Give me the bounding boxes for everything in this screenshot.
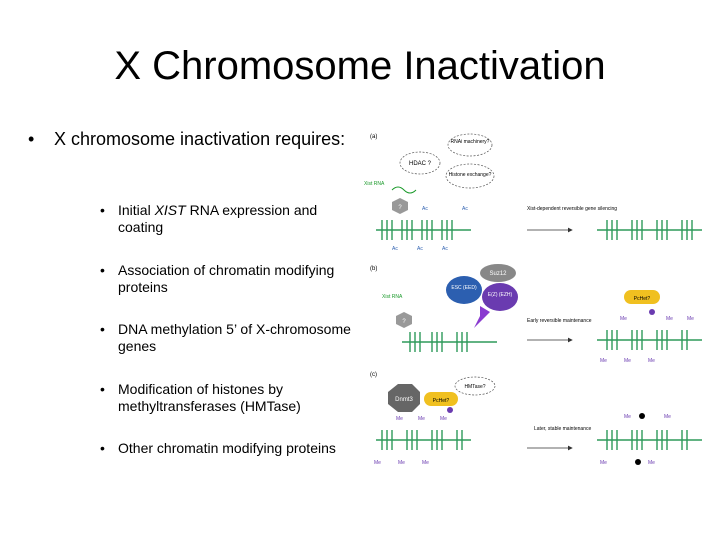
- dnmt3-complex: Dnmt3: [388, 384, 420, 412]
- panel-c-label: (c): [370, 372, 377, 378]
- me-mark: Me: [600, 460, 607, 466]
- sub-bullet-text: Association of chromatin modifying prote…: [118, 262, 335, 295]
- xist-rna-label-b: Xist RNA: [382, 294, 403, 300]
- pchet-text-b: PcHet?: [634, 296, 651, 302]
- ac-mark: Ac: [422, 206, 428, 212]
- ac-mark: Ac: [462, 206, 468, 212]
- me-mark: Me: [422, 460, 429, 466]
- suz12-text: Suz12: [489, 271, 507, 277]
- methyl-dot: [447, 407, 453, 413]
- pchet-complex-c: PcHet?: [424, 392, 458, 406]
- bullet-glyph: •: [28, 129, 35, 149]
- chromatin-fiber-c: [376, 430, 471, 450]
- methyl-dot: [639, 413, 645, 419]
- hmtase-text: HMTase?: [464, 384, 485, 390]
- panel-a-label: (a): [370, 134, 377, 140]
- ezh-complex: E(Z) (EZH): [482, 283, 518, 311]
- pchet-text-c: PcHet?: [433, 398, 450, 404]
- chromatin-fiber-a-silenced: [597, 220, 702, 240]
- pchet-complex-b: PcHet?: [624, 290, 660, 304]
- unknown-factor-b-text: ?: [402, 319, 406, 325]
- main-bullet-text: X chromosome inactivation requires:: [54, 129, 346, 149]
- me-mark: Me: [600, 358, 607, 364]
- xist-rna-strand: [391, 186, 417, 194]
- unknown-factor-a-text: ?: [398, 205, 402, 211]
- hmtase-bubble: HMTase?: [454, 376, 496, 396]
- me-mark: Me: [624, 414, 631, 420]
- xist-rna-label-a: Xist RNA: [364, 181, 385, 187]
- bullet-glyph: •: [100, 202, 105, 218]
- ac-mark: Ac: [417, 246, 423, 252]
- histone-exchange-text: Histone exchange?: [449, 172, 492, 178]
- me-mark: Me: [648, 460, 655, 466]
- me-mark: Me: [648, 358, 655, 364]
- me-mark: Me: [398, 460, 405, 466]
- unknown-factor-b: [396, 312, 412, 328]
- bullet-glyph: •: [100, 321, 105, 337]
- arrow-text-c: Later, stable maintenance: [534, 426, 591, 432]
- methyl-dot: [649, 309, 655, 315]
- rnai-machinery-bubble: RNAi machinery?: [447, 133, 493, 157]
- chromatin-fiber-a: [376, 220, 471, 240]
- sub-bullet-text: DNA methylation 5’ of X-chromosome genes: [118, 321, 351, 354]
- sub-bullet-text: Initial XIST RNA expression and coating: [118, 202, 318, 235]
- suz12-complex: Suz12: [480, 264, 516, 282]
- arrow-text-b: Early reversible maintenance: [527, 318, 592, 324]
- sub-bullet-text: Other chromatin modifying proteins: [118, 440, 336, 456]
- histone-exchange-bubble: Histone exchange?: [445, 163, 495, 189]
- slide-title: X Chromosome Inactivation: [114, 44, 606, 88]
- dnmt3-text: Dnmt3: [395, 397, 413, 403]
- hdac-bubble: HDAC ?: [399, 151, 441, 175]
- me-mark: Me: [440, 416, 447, 422]
- ac-mark: Ac: [392, 246, 398, 252]
- unknown-factor-a: [392, 198, 408, 214]
- chromatin-fiber-c-stable: [597, 430, 702, 450]
- me-mark: Me: [687, 316, 694, 322]
- ezh-text: E(Z) (EZH): [488, 292, 513, 298]
- me-mark: Me: [664, 414, 671, 420]
- chromatin-fiber-b: [402, 332, 497, 352]
- rnai-text: RNAi machinery?: [451, 139, 490, 145]
- panel-b-label: (b): [370, 266, 377, 272]
- me-mark: Me: [374, 460, 381, 466]
- bullet-glyph: •: [100, 262, 105, 278]
- me-mark: Me: [666, 316, 673, 322]
- esc-complex: ESC (EED): [446, 276, 482, 304]
- ac-mark: Ac: [442, 246, 448, 252]
- me-mark: Me: [624, 358, 631, 364]
- lightning-icon: [474, 306, 490, 328]
- xci-mechanism-figure: (a) RNAi machinery? HDAC ? Histone excha…: [364, 133, 702, 466]
- me-mark: Me: [396, 416, 403, 422]
- me-mark: Me: [620, 316, 627, 322]
- hdac-text: HDAC ?: [409, 161, 432, 167]
- esc-text: ESC (EED): [451, 285, 477, 291]
- chromatin-fiber-b-maintained: [597, 330, 702, 350]
- sub-bullet-text: Modification of histones by methyltransf…: [118, 381, 301, 414]
- me-mark: Me: [418, 416, 425, 422]
- bullet-glyph: •: [100, 381, 105, 397]
- methyl-dot: [635, 459, 641, 465]
- bullet-glyph: •: [100, 440, 105, 456]
- arrow-text-a: Xist-dependent reversible gene silencing: [527, 206, 617, 212]
